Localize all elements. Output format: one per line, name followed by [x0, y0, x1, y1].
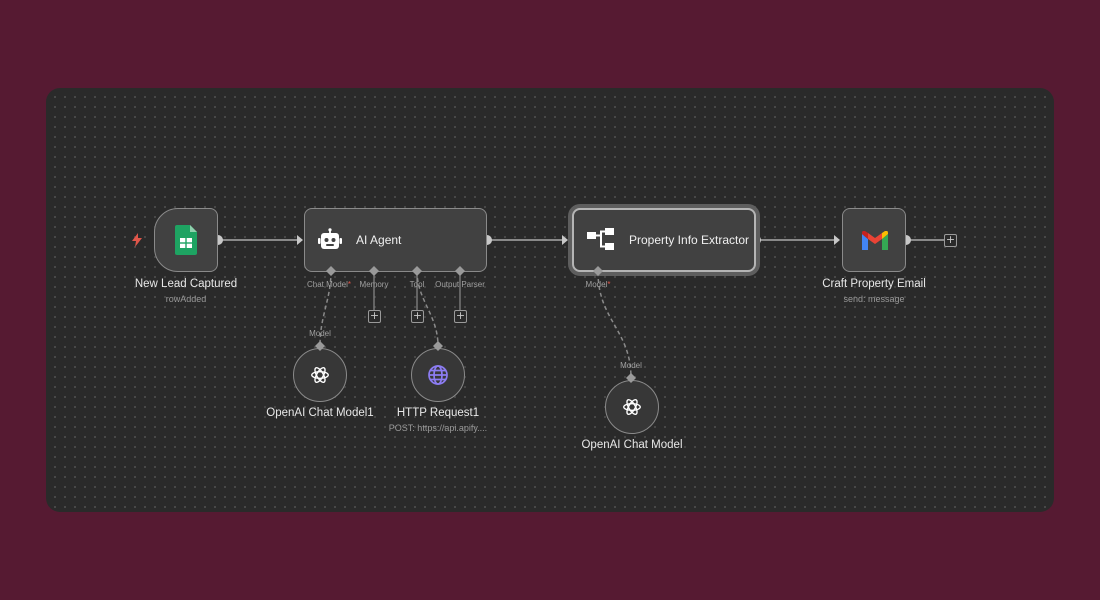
- google-sheets-icon: [175, 225, 197, 255]
- openai2-top-port: [626, 373, 636, 383]
- required-marker: *: [607, 280, 611, 289]
- chat-model-port[interactable]: [326, 266, 336, 276]
- node-title: AI Agent: [356, 233, 402, 247]
- node-openai-chat-model1[interactable]: [293, 348, 347, 402]
- openai1-top-port: [315, 341, 325, 351]
- agent-ports: [326, 266, 465, 276]
- memory-port[interactable]: [369, 266, 379, 276]
- node-subtitle: rowAdded: [165, 294, 207, 304]
- output-parser-port[interactable]: [455, 266, 465, 276]
- node-title: OpenAI Chat Model: [581, 439, 683, 451]
- memory-port-label: Memory: [359, 280, 389, 289]
- gmail-icon: [862, 231, 888, 251]
- model-port-label: Model: [309, 329, 331, 338]
- extractor-model-port-label: Model*: [586, 280, 611, 289]
- robot-icon: [318, 228, 342, 252]
- add-next-node-button[interactable]: +: [944, 233, 957, 247]
- workflow-canvas[interactable]: [46, 88, 1054, 512]
- model-port-label: Model: [620, 361, 642, 370]
- node-craft-property-email[interactable]: [842, 208, 906, 272]
- add-tool-button[interactable]: +: [411, 309, 424, 323]
- chat-model-port-label: Chat Model*: [307, 280, 351, 289]
- openai-icon: [620, 395, 644, 419]
- node-http-request1[interactable]: [411, 348, 465, 402]
- node-title: OpenAI Chat Model1: [266, 407, 374, 419]
- node-property-info-extractor[interactable]: Property Info Extractor: [572, 208, 756, 272]
- extractor-ports: [593, 266, 603, 276]
- node-subtitle: POST: https://api.apify....: [388, 423, 488, 433]
- add-output-parser-button[interactable]: +: [454, 309, 467, 323]
- chat-model-label-text: Chat Model: [306, 280, 348, 289]
- openai-icon: [308, 363, 332, 387]
- node-title: New Lead Captured: [134, 278, 238, 290]
- node-title: Craft Property Email: [822, 278, 926, 290]
- lightning-bolt-icon: [132, 233, 142, 247]
- node-new-lead-captured[interactable]: [154, 208, 218, 272]
- add-memory-button[interactable]: +: [368, 309, 381, 323]
- node-openai-chat-model[interactable]: [605, 380, 659, 434]
- node-subtitle: send: message: [843, 294, 905, 304]
- output-parser-port-label: Output Parser: [435, 280, 485, 289]
- required-marker: *: [347, 280, 352, 289]
- branch-tree-icon: [587, 228, 615, 252]
- node-ai-agent[interactable]: AI Agent: [304, 208, 487, 272]
- tool-port-label: Tool: [409, 280, 425, 289]
- node-title: Property Info Extractor: [629, 233, 750, 247]
- model-label-text: Model: [585, 280, 608, 289]
- globe-icon: [426, 363, 450, 387]
- tool-port[interactable]: [412, 266, 422, 276]
- http-top-port: [433, 341, 443, 351]
- model-port[interactable]: [593, 266, 603, 276]
- node-title: HTTP Request1: [396, 407, 480, 419]
